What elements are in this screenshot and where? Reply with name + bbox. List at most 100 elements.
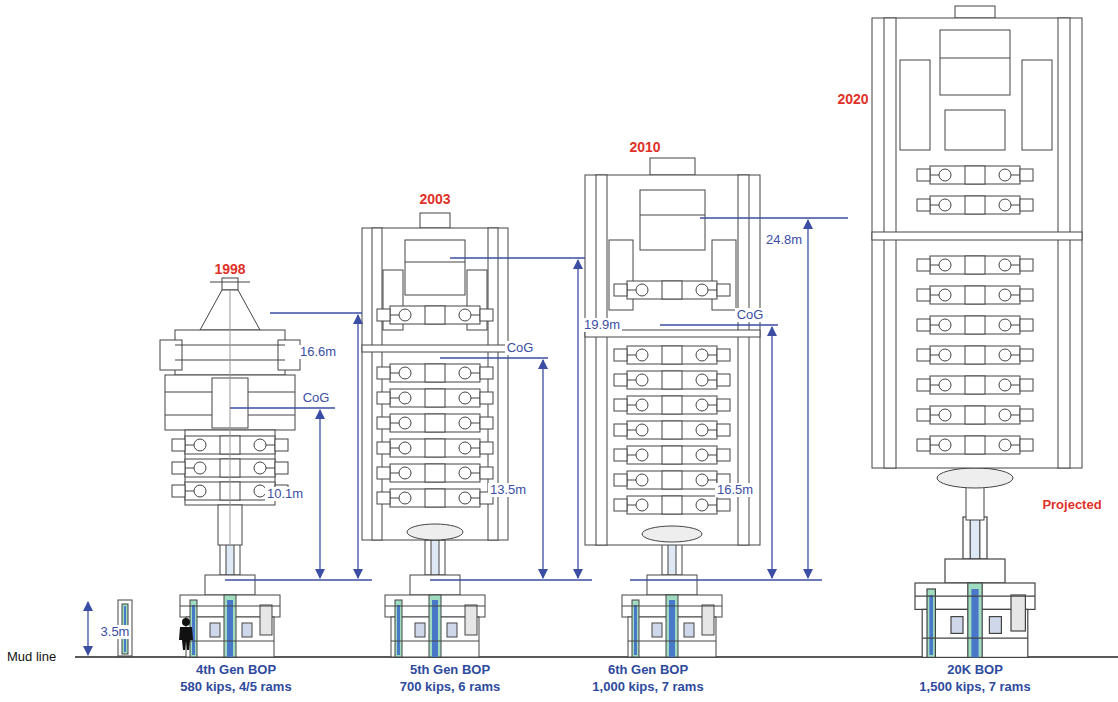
dimension-lines — [771, 327, 772, 578]
bop-20k — [917, 436, 1033, 454]
stack-name: 5th Gen BOP — [408, 663, 492, 677]
bop-1998 — [160, 278, 300, 545]
dimension-lines — [440, 357, 548, 358]
bop-20k — [940, 30, 1010, 95]
dimension-lines — [357, 315, 358, 578]
bop-20k — [917, 196, 1033, 214]
person-icon — [182, 618, 190, 626]
bop-20k — [872, 6, 1082, 468]
bop-20k — [884, 18, 896, 468]
bop-20k — [917, 376, 1033, 394]
bop-2010 — [614, 471, 730, 489]
dimension-lines — [225, 579, 372, 580]
wellhead-assembly — [622, 540, 722, 657]
dimension-label: 10.1m — [265, 487, 305, 501]
stack-spec: 700 kips, 6 rams — [398, 680, 502, 694]
bop-2003 — [377, 389, 493, 407]
bop-1998 — [230, 290, 231, 545]
year-label: 2010 — [627, 140, 662, 155]
dimension-lines — [230, 407, 335, 408]
bop-20k — [872, 232, 1082, 240]
dimension-label: 3.5m — [99, 625, 132, 639]
dimension-lines — [700, 217, 848, 218]
mud-line-label: Mud line — [5, 650, 58, 664]
dimension-label: 16.6m — [298, 345, 338, 359]
dimension-lines — [630, 579, 822, 580]
bop-2010 — [614, 396, 730, 414]
bop-2003 — [377, 489, 493, 507]
bop-2003 — [377, 414, 493, 432]
bop-2010 — [614, 281, 730, 299]
stack-name: 6th Gen BOP — [606, 663, 690, 677]
year-label: 2003 — [417, 192, 452, 207]
dimension-lines — [450, 257, 585, 258]
dimension-lines — [319, 410, 320, 578]
bop-20k — [945, 110, 1005, 150]
stack-spec: 580 kips, 4/5 rams — [178, 680, 293, 694]
bop-2010 — [614, 496, 730, 514]
bop-2003 — [362, 213, 508, 540]
dimension-lines — [660, 324, 778, 325]
bop-2010 — [585, 175, 760, 545]
bop-2003 — [405, 262, 465, 263]
bop-20k — [917, 406, 1033, 424]
stack-name: 20K BOP — [945, 663, 1005, 677]
bop-20k — [940, 58, 1010, 59]
dimension-lines — [87, 602, 88, 655]
bop-2010 — [614, 346, 730, 364]
bop-20k — [917, 256, 1033, 274]
person-icon — [179, 618, 193, 650]
bop-20k — [917, 316, 1033, 334]
bop-2010 — [596, 175, 607, 545]
dimension-lines — [270, 312, 362, 313]
bop-2010 — [614, 421, 730, 439]
bop-1998 — [210, 282, 250, 283]
bop-20k — [900, 60, 930, 150]
bop-1998 — [222, 278, 238, 290]
bop-2010 — [640, 215, 705, 216]
dimension-lines — [542, 360, 543, 578]
bop-2010 — [640, 190, 705, 250]
bop-20k — [917, 286, 1033, 304]
bop-2010 — [614, 446, 730, 464]
bop-2003 — [377, 306, 493, 324]
dimension-label: 24.8m — [764, 233, 804, 247]
bop-20k — [917, 346, 1033, 364]
wellhead-assembly — [915, 517, 1035, 657]
year-label: 1998 — [212, 262, 247, 277]
dimension-lines — [577, 260, 578, 578]
dimension-label: 19.9m — [582, 318, 622, 332]
bop-2003 — [362, 228, 508, 540]
cog-label: CoG — [301, 391, 332, 405]
bop-2010 — [642, 526, 702, 542]
dimension-lines — [430, 579, 592, 580]
dimension-label: 16.5m — [715, 483, 755, 497]
dimension-label: 13.5m — [488, 483, 528, 497]
dimension-lines — [807, 220, 808, 578]
bop-2003 — [420, 213, 450, 228]
wellhead-assembly — [180, 540, 280, 657]
wellhead-assembly — [915, 517, 1035, 657]
bop-2003 — [407, 524, 463, 540]
bop-20k — [872, 18, 1082, 468]
bop-20k — [917, 166, 1033, 184]
cog-label: CoG — [735, 308, 766, 322]
bop-2003 — [377, 439, 493, 457]
bop-2003 — [377, 364, 493, 382]
note-label: Projected — [1040, 498, 1103, 512]
year-label: 2020 — [835, 92, 870, 107]
person-icon — [179, 627, 193, 650]
stack-spec: 1,500 kips, 7 rams — [917, 680, 1032, 694]
bop-2003 — [377, 464, 493, 482]
bop-20k — [1022, 60, 1052, 150]
wellhead-assembly — [385, 540, 485, 657]
bop-2010 — [650, 158, 695, 175]
cog-label: CoG — [505, 341, 536, 355]
bop-20k — [1058, 18, 1070, 468]
bop-2003 — [405, 240, 465, 295]
stack-name: 4th Gen BOP — [194, 663, 278, 677]
stack-spec: 1,000 kips, 7 rams — [590, 680, 705, 694]
bop-20k — [955, 6, 995, 18]
bop-2010 — [585, 158, 760, 545]
